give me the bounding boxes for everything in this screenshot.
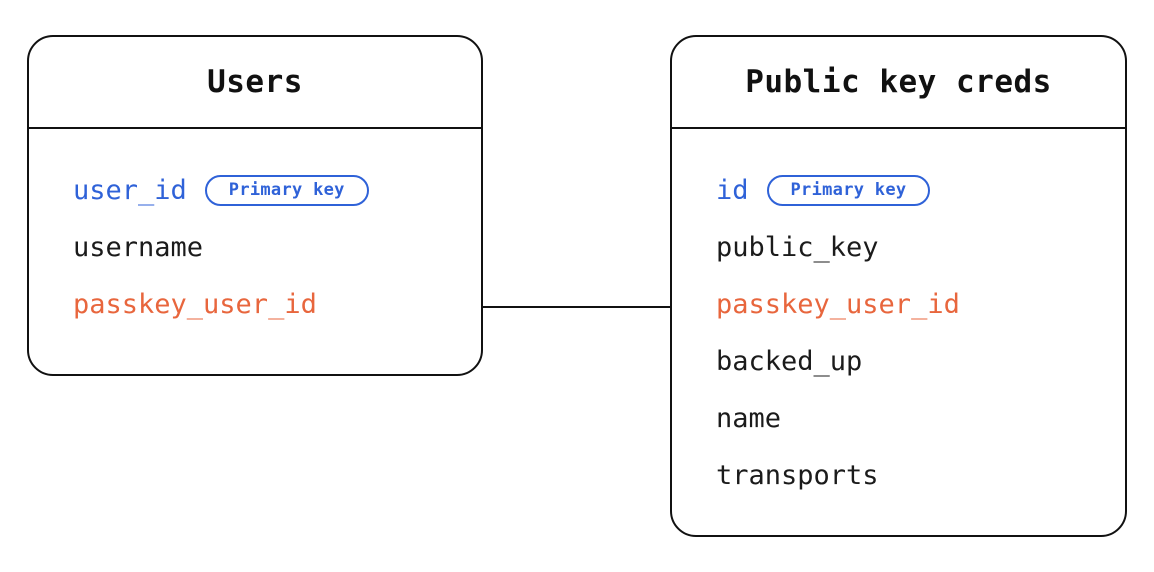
field-row-user-id[interactable]: user_id Primary key [29, 162, 481, 219]
entity-header-public-key-creds: Public key creds [672, 37, 1125, 129]
entity-field-list-users: user_id Primary key username passkey_use… [29, 129, 481, 374]
field-row-public-key[interactable]: public_key [672, 219, 1125, 276]
entity-table-users[interactable]: Users user_id Primary key username passk… [27, 35, 483, 376]
entity-title-public-key-creds: Public key creds [745, 63, 1052, 100]
entity-field-list-public-key-creds: id Primary key public_key passkey_user_i… [672, 129, 1125, 535]
field-name-transports: transports [716, 460, 879, 491]
field-row-id[interactable]: id Primary key [672, 162, 1125, 219]
primary-key-badge-label: Primary key [228, 180, 345, 200]
field-row-passkey-user-id[interactable]: passkey_user_id [29, 276, 481, 333]
entity-header-users: Users [29, 37, 481, 129]
entity-table-public-key-creds[interactable]: Public key creds id Primary key public_k… [670, 35, 1127, 537]
field-name-user-id: user_id [73, 175, 187, 206]
field-name-id: id [716, 175, 749, 206]
field-row-backed-up[interactable]: backed_up [672, 333, 1125, 390]
relationship-connector-users-to-creds[interactable] [481, 306, 672, 309]
field-name-passkey-user-id: passkey_user_id [716, 289, 960, 320]
field-name-backed-up: backed_up [716, 346, 863, 377]
field-row-passkey-user-id[interactable]: passkey_user_id [672, 276, 1125, 333]
primary-key-badge-label: Primary key [790, 180, 907, 200]
primary-key-badge-id: Primary key [766, 175, 931, 206]
field-name-passkey-user-id: passkey_user_id [73, 289, 317, 320]
field-row-name[interactable]: name [672, 390, 1125, 447]
primary-key-badge-user-id: Primary key [204, 175, 369, 206]
field-row-transports[interactable]: transports [672, 447, 1125, 504]
field-row-username[interactable]: username [29, 219, 481, 276]
field-name-name: name [716, 403, 782, 434]
field-name-public-key: public_key [716, 232, 879, 263]
field-name-username: username [73, 232, 204, 263]
entity-title-users: Users [207, 63, 303, 100]
